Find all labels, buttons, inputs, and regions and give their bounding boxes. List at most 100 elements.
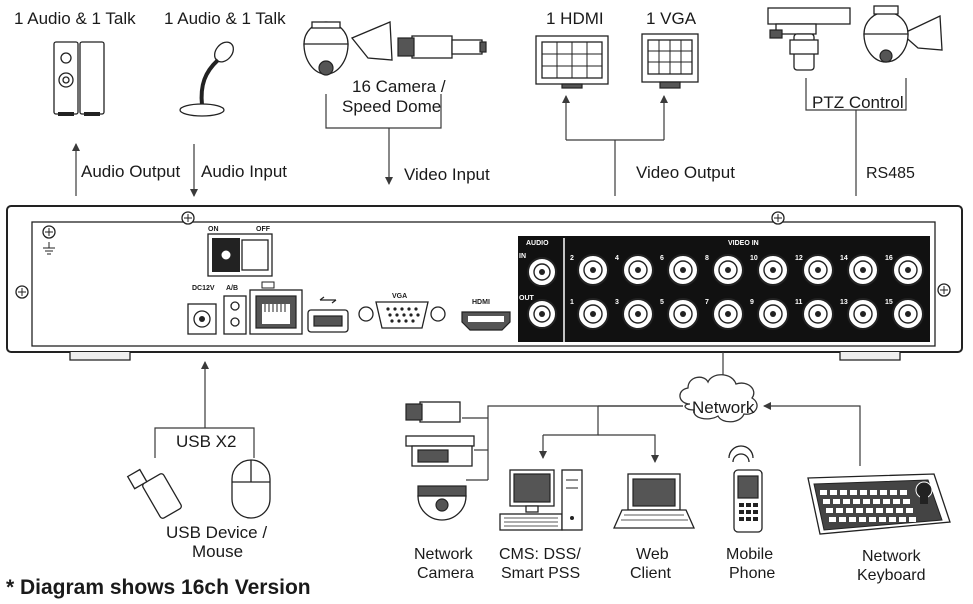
mobile-phone-label-line1: Mobile [726,546,773,563]
keyboard-key [900,490,907,495]
video-input-13-pin [860,311,866,317]
web-client-label-line2: Client [630,565,671,582]
keyboard-label-line2: Keyboard [857,567,926,584]
speaker-icon [53,41,105,116]
keyboard-key [899,517,906,522]
audio-talk-label-2: 1 Audio & 1 Talk [164,9,286,28]
video-in-header-label: VIDEO IN [728,240,759,247]
network-camera-label-line2: Camera [417,565,474,582]
video-input-7-pin [725,311,731,317]
keyboard-key [840,490,847,495]
vga-monitor-icon [641,33,699,89]
keyboard-key [886,508,893,513]
speed-dome-icon [303,21,393,76]
video-input-9-pin [770,311,776,317]
ab-label: A/B [226,285,238,292]
video-input-10-pin [770,267,776,273]
keyboard-key [880,490,887,495]
audio-in-label: IN [519,253,526,260]
video-input-7-number: 7 [705,299,709,306]
audio-talk-label-1: 1 Audio & 1 Talk [14,9,136,28]
screw-icon [15,211,951,299]
keyboard-key [823,499,830,504]
keyboard-key [860,490,867,495]
hdmi-output-label: 1 HDMI [546,9,604,28]
keyboard-key [839,517,846,522]
video-input-2-number: 2 [570,255,574,262]
dc-power-jack: DC12V [187,285,217,335]
vga-port-label: VGA [392,293,407,300]
ptz-dome-icon [863,5,943,63]
network-label: Network [692,398,755,417]
box-camera-icon [397,35,487,59]
audio-output-label: Audio Output [81,162,181,181]
keyboard-key [820,490,827,495]
video-input-14-number: 14 [840,255,848,262]
footnote: * Diagram shows 16ch Version [6,576,311,599]
usb-device-label-line2: Mouse [192,542,243,561]
vga-port: VGA [358,293,446,329]
keyboard-key [826,508,833,513]
keyboard-key [856,508,863,513]
keyboard-key [876,508,883,513]
keyboard-key [893,499,900,504]
video-input-2-pin [590,267,596,273]
keyboard-key [853,499,860,504]
laptop-icon [612,473,696,529]
usb-stick-icon [126,468,182,519]
rs485-label: RS485 [866,165,915,182]
keyboard-key [846,508,853,513]
camera-label-line1: 16 Camera / [352,77,446,96]
video-input-9-number: 9 [750,299,754,306]
mobile-phone-icon [728,445,763,533]
audio-input-label: Audio Input [201,162,287,181]
camera-label-line2: Speed Dome [342,97,441,116]
audio-out-label: OUT [519,295,535,302]
video-input-3-number: 3 [615,299,619,306]
keyboard-key [829,517,836,522]
video-input-13-number: 13 [840,299,848,306]
video-input-12-pin [815,267,821,273]
network-camera-label-line1: Network [414,546,474,563]
network-dome-camera-icon [417,485,467,521]
video-input-1-number: 1 [570,299,574,306]
keyboard-key [863,499,870,504]
ground-screw-icon [42,225,56,255]
network-bullet-camera-icon [405,401,461,423]
power-switch: ON OFF [207,226,273,277]
keyboard-key [850,490,857,495]
usb-bracket [154,427,255,458]
network-box-camera-icon [405,435,475,467]
video-input-6-number: 6 [660,255,664,262]
network-cloud-icon [679,374,758,423]
video-input-11-number: 11 [795,299,803,306]
video-input-8-number: 8 [705,255,709,262]
video-input-15-pin [905,311,911,317]
ptz-camera-icon [767,7,851,71]
keyboard-arrow [763,402,861,466]
ptz-control-label: PTZ Control [812,93,904,112]
usb-device-label-line1: USB Device / [166,523,267,542]
video-input-5-number: 5 [660,299,664,306]
hdmi-port-label: HDMI [472,299,490,306]
microphone-icon [179,41,235,117]
cms-computer-icon [499,469,583,531]
keyboard-key [833,499,840,504]
keyboard-key [909,517,916,522]
ethernet-port [249,281,303,335]
network-camera-link [487,405,683,480]
hdmi-port: HDMI [461,299,511,331]
keyboard-key [869,517,876,522]
keyboard-key [883,499,890,504]
keyboard-key [830,490,837,495]
video-input-11-pin [815,311,821,317]
video-input-4-number: 4 [615,255,619,262]
keyboard-key [873,499,880,504]
keyboard-key [866,508,873,513]
video-input-4-pin [635,267,641,273]
keyboard-key [903,499,910,504]
dc-label: DC12V [192,285,215,292]
video-input-12-number: 12 [795,255,803,262]
